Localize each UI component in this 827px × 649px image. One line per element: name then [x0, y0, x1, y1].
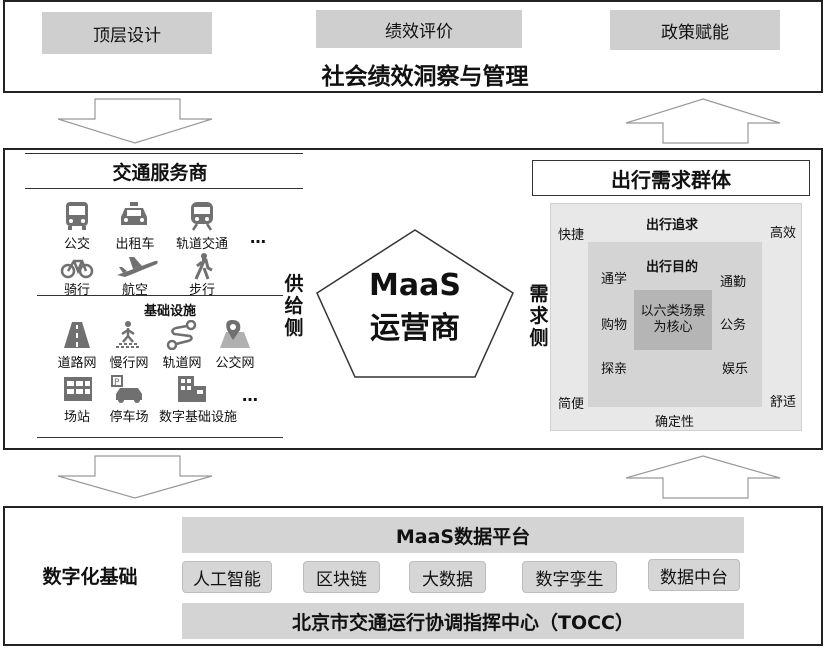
providers-title-underline [25, 188, 303, 189]
bus-icon [60, 200, 94, 232]
top-title: 社会绩效洞察与管理 [321, 64, 529, 90]
center-operator: 运营商 [370, 311, 460, 346]
tech-data-middle: 数据中台 [648, 559, 740, 591]
center-maas: MaaS [369, 267, 461, 303]
outer-title: 出行追求 [646, 218, 699, 233]
station-icon [62, 374, 94, 404]
digital-foundation-label: 数字化基础 [42, 565, 138, 588]
purpose-commute: 通勤 [720, 275, 747, 290]
corner-comfort: 舒适 [770, 395, 797, 410]
inner-title: 出行目的 [646, 260, 699, 275]
infra-divider [37, 295, 283, 296]
road-icon [62, 320, 92, 350]
maas-operator-pentagon [316, 229, 514, 378]
corner-simple: 简便 [558, 397, 585, 412]
map-pin-icon [218, 318, 252, 350]
purpose-business: 公务 [720, 318, 747, 333]
infra-bottom-line [37, 437, 283, 438]
infra-label-station: 场站 [63, 410, 90, 425]
transport-label-bicycle: 骑行 [63, 283, 90, 298]
parking-icon: P [110, 374, 146, 404]
outer-bottom: 确定性 [655, 415, 695, 430]
transport-label-walking: 步行 [188, 283, 215, 298]
building-icon [176, 374, 208, 404]
down-arrow-top [57, 98, 213, 144]
tech-blockchain: 区块链 [303, 561, 380, 593]
infra-label-parking: 停车场 [109, 410, 149, 425]
down-arrow-bottom [57, 455, 213, 499]
demand-side-label: 需求侧 [529, 283, 549, 349]
infra-label-digital-infra: 数字基础设施 [158, 410, 237, 425]
route-icon [166, 319, 198, 351]
tocc-center: 北京市交通运行协调指挥中心（TOCC） [182, 603, 744, 639]
transport-label-taxi: 出租车 [115, 237, 155, 252]
transport-label-airplane: 航空 [121, 283, 148, 298]
providers-title: 交通服务商 [112, 161, 208, 184]
pedestrian-crossing-icon [113, 320, 143, 350]
maas-data-platform: MaaS数据平台 [182, 517, 744, 553]
corner-efficient: 高效 [770, 226, 797, 241]
up-arrow-bottom [625, 455, 781, 499]
airplane-icon [115, 255, 159, 279]
infra-label-road: 道路网 [57, 356, 97, 371]
infra-title: 基础设施 [143, 303, 196, 319]
svg-text:P: P [114, 378, 120, 388]
tech-digital-twin: 数字孪生 [522, 561, 617, 593]
infra-label-rail-network: 轨道网 [162, 356, 202, 371]
taxi-icon [117, 200, 151, 232]
infra-label-bus-network: 公交网 [215, 356, 255, 371]
core-text: 以六类场景为核心 [640, 304, 706, 335]
tech-big-data: 大数据 [409, 561, 486, 593]
tech-ai: 人工智能 [182, 561, 272, 593]
purpose-shopping: 购物 [601, 318, 628, 333]
transport-label-metro: 轨道交通 [175, 237, 228, 252]
performance-eval-box: 绩效评价 [316, 10, 522, 48]
metro-icon [185, 200, 219, 232]
supply-side-label: 供给侧 [284, 273, 304, 339]
purpose-entertainment: 娱乐 [722, 362, 749, 377]
core-box: 以六类场景为核心 [634, 290, 712, 350]
providers-top-line [25, 153, 303, 154]
walking-icon [190, 252, 216, 280]
ellipsis-infra: … [242, 386, 258, 405]
purpose-school: 通学 [601, 272, 628, 287]
purpose-visit: 探亲 [601, 362, 628, 377]
corner-fast: 快捷 [558, 228, 585, 243]
infra-label-slow-network: 慢行网 [109, 356, 149, 371]
ellipsis-transport: … [250, 228, 266, 247]
transport-label-bus: 公交 [63, 237, 90, 252]
demand-title: 出行需求群体 [532, 160, 810, 196]
policy-empower-box: 政策赋能 [610, 10, 780, 50]
up-arrow-top [625, 98, 781, 144]
bicycle-icon [60, 255, 94, 279]
top-design-box: 顶层设计 [42, 12, 212, 54]
